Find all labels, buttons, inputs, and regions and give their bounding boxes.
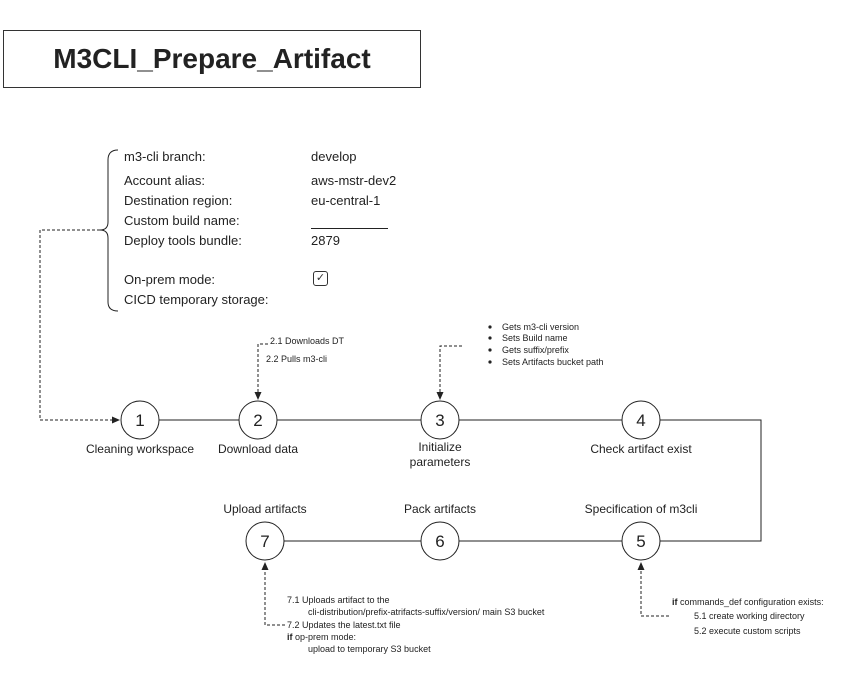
step-3-label-line1: Initialize bbox=[418, 440, 462, 454]
param-label-region: Destination region: bbox=[124, 193, 233, 208]
bullet-icon bbox=[488, 348, 492, 352]
param-label-build-name: Custom build name: bbox=[124, 213, 240, 228]
bullet-icon bbox=[488, 336, 492, 340]
step3-note-item1: Gets m3-cli version bbox=[502, 322, 579, 332]
param-label-cicd-storage: CICD temporary storage: bbox=[124, 292, 269, 307]
step5-note-connector bbox=[640, 569, 669, 617]
step-5-node[interactable]: 5 bbox=[621, 521, 661, 561]
step-7-node[interactable]: 7 bbox=[245, 521, 285, 561]
flow-line-4-5 bbox=[660, 419, 762, 542]
step3-note-item4: Sets Artifacts bucket path bbox=[502, 357, 604, 367]
step-1-node[interactable]: 1 bbox=[120, 400, 160, 440]
step3-note-connector bbox=[439, 345, 462, 393]
step-3-number: 3 bbox=[435, 411, 444, 430]
diagram-title: M3CLI_Prepare_Artifact bbox=[3, 30, 421, 88]
step-6-label: Pack artifacts bbox=[404, 502, 476, 516]
param-value-region: eu-central-1 bbox=[311, 193, 381, 208]
step7-note-connector bbox=[264, 569, 285, 626]
step7-note-condition: if op-prem mode: bbox=[287, 632, 356, 642]
step-2-label: Download data bbox=[218, 442, 298, 456]
step-3-node[interactable]: 3 bbox=[420, 400, 460, 440]
step-7-number: 7 bbox=[260, 532, 269, 551]
step-4-label: Check artifact exist bbox=[590, 442, 692, 456]
step2-note-connector bbox=[257, 343, 268, 393]
step-2-node[interactable]: 2 bbox=[238, 400, 278, 440]
bullet-icon bbox=[488, 360, 492, 364]
step5-note-condition: if commands_def configuration exists: bbox=[672, 597, 824, 607]
step-2-number: 2 bbox=[253, 411, 262, 430]
step-5-number: 5 bbox=[636, 532, 645, 551]
arrowhead-step5 bbox=[637, 562, 645, 570]
step7-note-line1: 7.1 Uploads artifact to the bbox=[287, 595, 390, 605]
param-label-branch: m3-cli branch: bbox=[124, 149, 206, 164]
step2-note-line1: 2.1 Downloads DT bbox=[270, 336, 345, 346]
step-5-label: Specification of m3cli bbox=[585, 502, 698, 516]
step-1-number: 1 bbox=[135, 411, 144, 430]
step-6-number: 6 bbox=[435, 532, 444, 551]
onprem-checkbox[interactable]: ✓ bbox=[313, 271, 328, 286]
param-value-deploy-tools: 2879 bbox=[311, 233, 340, 248]
build-name-input[interactable] bbox=[311, 228, 388, 229]
step-4-number: 4 bbox=[636, 411, 645, 430]
step7-note-line3: 7.2 Updates the latest.txt file bbox=[287, 620, 401, 630]
step-3-label-line2: parameters bbox=[410, 455, 471, 469]
param-label-account: Account alias: bbox=[124, 173, 205, 188]
step7-note-line2: cli-distribution/prefix-atrifacts-suffix… bbox=[308, 607, 545, 617]
step5-note-item2: 5.2 execute custom scripts bbox=[694, 626, 801, 636]
step5-note-item1: 5.1 create working directory bbox=[694, 611, 805, 621]
step-4-node[interactable]: 4 bbox=[621, 400, 661, 440]
bullet-icon bbox=[488, 325, 492, 329]
arrowhead-step3 bbox=[436, 392, 444, 400]
param-value-account: aws-mstr-dev2 bbox=[311, 173, 397, 188]
param-label-deploy-tools: Deploy tools bundle: bbox=[124, 233, 242, 248]
step-1-label: Cleaning workspace bbox=[86, 442, 194, 456]
step-6-node[interactable]: 6 bbox=[420, 521, 460, 561]
step3-note-item2: Sets Build name bbox=[502, 333, 568, 343]
params-brace bbox=[99, 149, 119, 312]
step-7-label: Upload artifacts bbox=[223, 502, 306, 516]
arrowhead-step7 bbox=[261, 562, 269, 570]
arrowhead-step2 bbox=[254, 392, 262, 400]
step2-note-line2: 2.2 Pulls m3-cli bbox=[266, 354, 327, 364]
step3-note-item3: Gets suffix/prefix bbox=[502, 345, 569, 355]
step7-note-line5: upload to temporary S3 bucket bbox=[308, 644, 431, 654]
arrowhead-step1 bbox=[112, 416, 120, 424]
param-label-onprem: On-prem mode: bbox=[124, 272, 216, 287]
params-to-step1-connector bbox=[39, 229, 113, 421]
param-value-branch: develop bbox=[311, 149, 357, 164]
